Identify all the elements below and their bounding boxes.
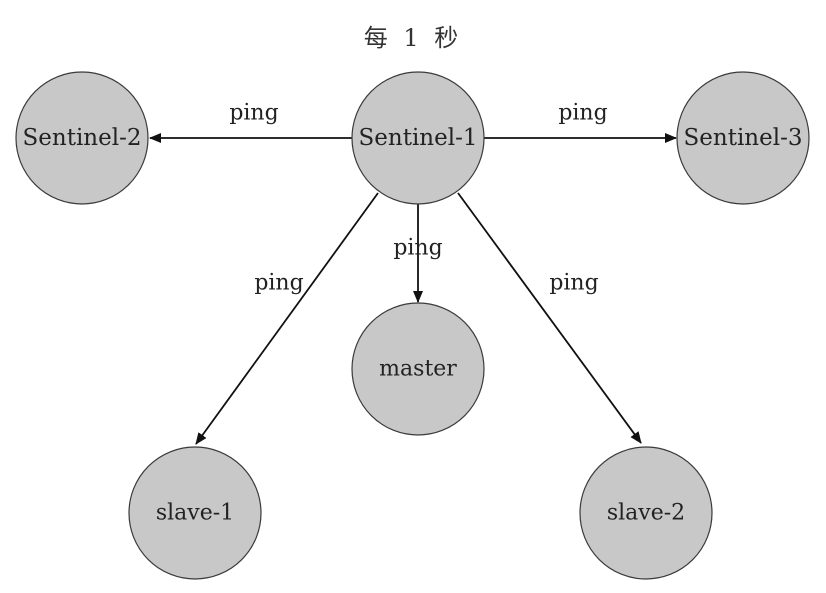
edge-label-sentinel3: ping xyxy=(558,101,607,126)
edge-label-slave2: ping xyxy=(549,271,598,296)
node-label-slave-1: slave-1 xyxy=(156,501,234,526)
node-sentinel-1: Sentinel-1 xyxy=(351,71,485,205)
node-slave-1: slave-1 xyxy=(128,446,262,580)
edge-label-master: ping xyxy=(393,236,442,261)
edge-label-slave1: ping xyxy=(254,271,303,296)
node-sentinel-2: Sentinel-2 xyxy=(15,71,149,205)
node-slave-2: slave-2 xyxy=(579,446,713,580)
node-label-sentinel-3: Sentinel-3 xyxy=(684,125,803,151)
node-sentinel-3: Sentinel-3 xyxy=(676,71,810,205)
edge-sentinel1-to-slave1 xyxy=(195,192,379,445)
node-label-sentinel-1: Sentinel-1 xyxy=(359,125,478,151)
edge-label-sentinel2: ping xyxy=(229,101,278,126)
edge-sentinel1-to-slave2 xyxy=(457,192,642,444)
node-master: master xyxy=(351,302,485,436)
node-label-sentinel-2: Sentinel-2 xyxy=(23,125,142,151)
diagram-title: 每 1 秒 xyxy=(364,24,463,52)
node-label-master: master xyxy=(379,357,457,382)
node-label-slave-2: slave-2 xyxy=(607,501,685,526)
